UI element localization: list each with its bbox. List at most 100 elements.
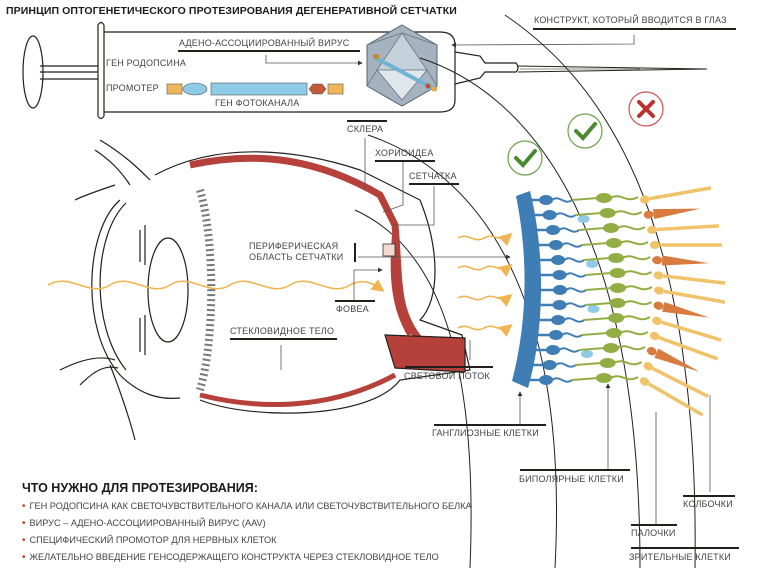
cone-body	[643, 210, 654, 219]
rod-outer-segment	[651, 367, 709, 398]
bipolar-cell	[596, 193, 612, 203]
bipolar-check-badge	[567, 113, 603, 149]
bipolar-dendrite	[609, 195, 639, 201]
bipolar-axon	[585, 287, 613, 291]
bipolar-axon	[584, 257, 611, 261]
bipolar-cell	[609, 298, 626, 308]
ganglion-cells	[525, 195, 587, 385]
construct-block-right	[327, 83, 344, 95]
requirement-item: •ВИРУС – АДЕНО-АССОЦИИРОВАННЫЙ ВИРУС (AA…	[22, 518, 266, 529]
peripheral-label-1: ПЕРИФЕРИЧЕСКАЯ	[249, 241, 339, 251]
rod-body	[653, 271, 664, 280]
bipolar-dendrite	[616, 345, 646, 351]
ganglion-dendrite	[558, 347, 580, 353]
ganglion-cell	[542, 360, 557, 370]
fovea-underline	[335, 300, 375, 302]
construct-photochannel-gene	[210, 82, 308, 96]
ganglion-dendrite	[558, 227, 580, 233]
construct-promoter-oval	[182, 82, 208, 96]
bipolar-cell	[608, 313, 625, 323]
construct-hexagon	[308, 83, 327, 95]
cone-cell	[653, 301, 710, 318]
rod-cell	[639, 377, 704, 417]
bipolar-cell	[603, 343, 619, 353]
gene-construct	[166, 82, 344, 96]
ganglion-dendrite	[563, 317, 585, 323]
photochannel-label: ГЕН ФОТОКАНАЛА	[215, 98, 300, 108]
cone-cell	[646, 347, 700, 372]
bipolar-dendrite	[616, 225, 646, 231]
ganglion-dendrite	[564, 272, 587, 278]
bipolar-dendrite	[613, 210, 643, 216]
ganglion-cell	[552, 300, 567, 310]
amacrine-cell	[577, 215, 590, 223]
cross-icon	[637, 100, 655, 118]
rod-cell	[639, 186, 712, 204]
photoreceptor-cells	[639, 186, 726, 417]
light-flow-label: СВЕТОВОЙ ПОТОК	[404, 371, 490, 381]
bipolar-axon	[581, 332, 608, 336]
amacrine-cell	[586, 260, 599, 268]
ganglion-cell	[551, 315, 566, 325]
check-icon	[574, 122, 597, 141]
sclera-underline	[347, 120, 387, 122]
photoreceptors-label: ЗРИТЕЛЬНЫЕ КЛЕТКИ	[629, 552, 731, 562]
construct-label: КОНСТРУКТ, КОТОРЫЙ ВВОДИТСЯ В ГЛАЗ	[534, 15, 727, 25]
rod-cell	[649, 241, 722, 249]
virus-label: АДЕНО-АССОЦИИРОВАННЫЙ ВИРУС	[179, 38, 350, 48]
promoter-label: ПРОМОТЕР	[106, 83, 159, 93]
requirements-list: •ГЕН РОДОПСИНА КАК СВЕТОЧУВСТВИТЕЛЬНОГО …	[22, 499, 472, 567]
ganglion-dendrite	[565, 287, 587, 293]
cone-cell	[652, 255, 710, 266]
cone-body	[652, 256, 663, 265]
retina-section	[512, 186, 726, 417]
bipolar-dendrite	[613, 360, 643, 366]
vitreous-label: СТЕКЛОВИДНОЕ ТЕЛО	[230, 326, 335, 336]
construct-underline	[533, 28, 736, 30]
rod-outer-segment	[663, 274, 726, 285]
rods-underline	[631, 524, 677, 526]
rod-body	[653, 286, 664, 295]
rod-cell	[653, 286, 726, 304]
bipolar-cells	[571, 193, 653, 383]
fovea-label: ФОВЕА	[336, 304, 369, 314]
bipolar-underline	[520, 469, 630, 471]
ganglion-cell	[552, 270, 567, 280]
rod-outer-segment	[658, 336, 719, 361]
rod-body	[646, 225, 657, 234]
bullet-icon: •	[22, 535, 26, 546]
amacrine-cell	[581, 350, 593, 358]
ganglion-dendrite	[564, 302, 587, 308]
syringe-hub	[454, 51, 519, 85]
retina-label: СЕТЧАТКА	[409, 171, 457, 181]
cone-cell	[643, 208, 701, 220]
ganglion-label: ГАНГЛИОЗНЫЕ КЛЕТКИ	[432, 428, 539, 438]
peripheral-marker-bar	[354, 243, 356, 262]
bipolar-cell	[603, 223, 619, 233]
rod-cell	[646, 224, 719, 234]
rod-body	[639, 377, 650, 386]
diagram-title: ПРИНЦИП ОПТОГЕНЕТИЧЕСКОГО ПРОТЕЗИРОВАНИЯ…	[6, 5, 457, 17]
bipolar-axon	[585, 272, 612, 276]
rod-body	[652, 316, 662, 325]
bipolar-axon	[571, 377, 599, 381]
bipolar-cell	[605, 238, 622, 248]
bipolar-dendrite	[623, 300, 653, 306]
bipolar-axon	[585, 302, 612, 306]
rod-cell	[643, 362, 709, 398]
choroid-underline	[375, 160, 435, 162]
ganglion-cell	[548, 330, 563, 340]
eye-cross-section	[59, 139, 471, 441]
construct-block-left	[166, 83, 183, 95]
bipolar-dendrite	[621, 315, 651, 321]
ganglion-cell	[546, 345, 560, 355]
rhodopsin-label: ГЕН РОДОПСИНА	[106, 58, 187, 68]
cone-outer-segment	[662, 301, 710, 318]
syringe-needle	[517, 65, 708, 73]
photoreceptors-underline	[631, 547, 739, 549]
rod-outer-segment	[656, 224, 719, 232]
rod-outer-segment	[661, 320, 722, 342]
bipolar-axon	[584, 317, 611, 321]
bipolar-axon	[578, 227, 606, 231]
